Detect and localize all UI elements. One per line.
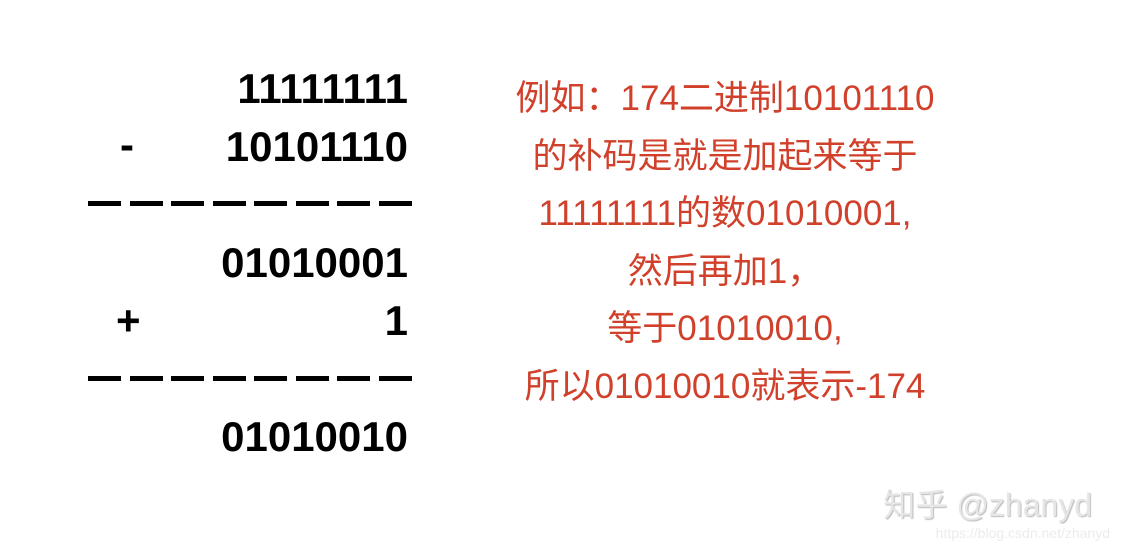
dash [295, 201, 329, 206]
addend: 1 [384, 297, 408, 344]
difference: 01010001 [221, 239, 408, 286]
binary-calculation: 11111111 - 10101110 01010001 + 1 0101001… [0, 0, 420, 480]
dash [88, 376, 121, 381]
dash [254, 376, 288, 381]
explanation-line: 例如：174二进制10101110 [515, 79, 935, 118]
dash [212, 201, 246, 206]
explanation-line: 所以01010010就表示-174 [524, 366, 926, 406]
explanation-line: 11111111的数01010001, [538, 194, 912, 233]
explanation-line: 然后再加1， [627, 251, 823, 291]
minuend: 11111111 [237, 65, 408, 112]
plus-sign: + [116, 297, 141, 344]
explanation-line: 的补码是就是加起来等于 [532, 136, 918, 176]
dash [337, 376, 371, 381]
dash [254, 201, 288, 206]
dash [378, 376, 412, 381]
minus-sign: - [120, 121, 134, 168]
watermark-url: https://blog.csdn.net/zhanyd [935, 525, 1110, 541]
dash [171, 201, 205, 206]
dash [378, 201, 412, 206]
dash [88, 201, 121, 206]
explanation-line: 等于01010010, [607, 309, 843, 348]
explanation-text: 例如：174二进制10101110 的补码是就是加起来等于 11111111的数… [475, 70, 975, 415]
dash [295, 376, 329, 381]
subtrahend: 10101110 [225, 123, 408, 170]
dash [212, 376, 246, 381]
separator-line-1 [88, 201, 412, 206]
dash [171, 376, 205, 381]
watermark-brand: 知乎 @zhanyd [883, 487, 1092, 523]
result: 01010010 [221, 413, 408, 460]
dash [129, 376, 163, 381]
dash [337, 201, 371, 206]
dash [129, 201, 163, 206]
separator-line-2 [88, 376, 412, 381]
